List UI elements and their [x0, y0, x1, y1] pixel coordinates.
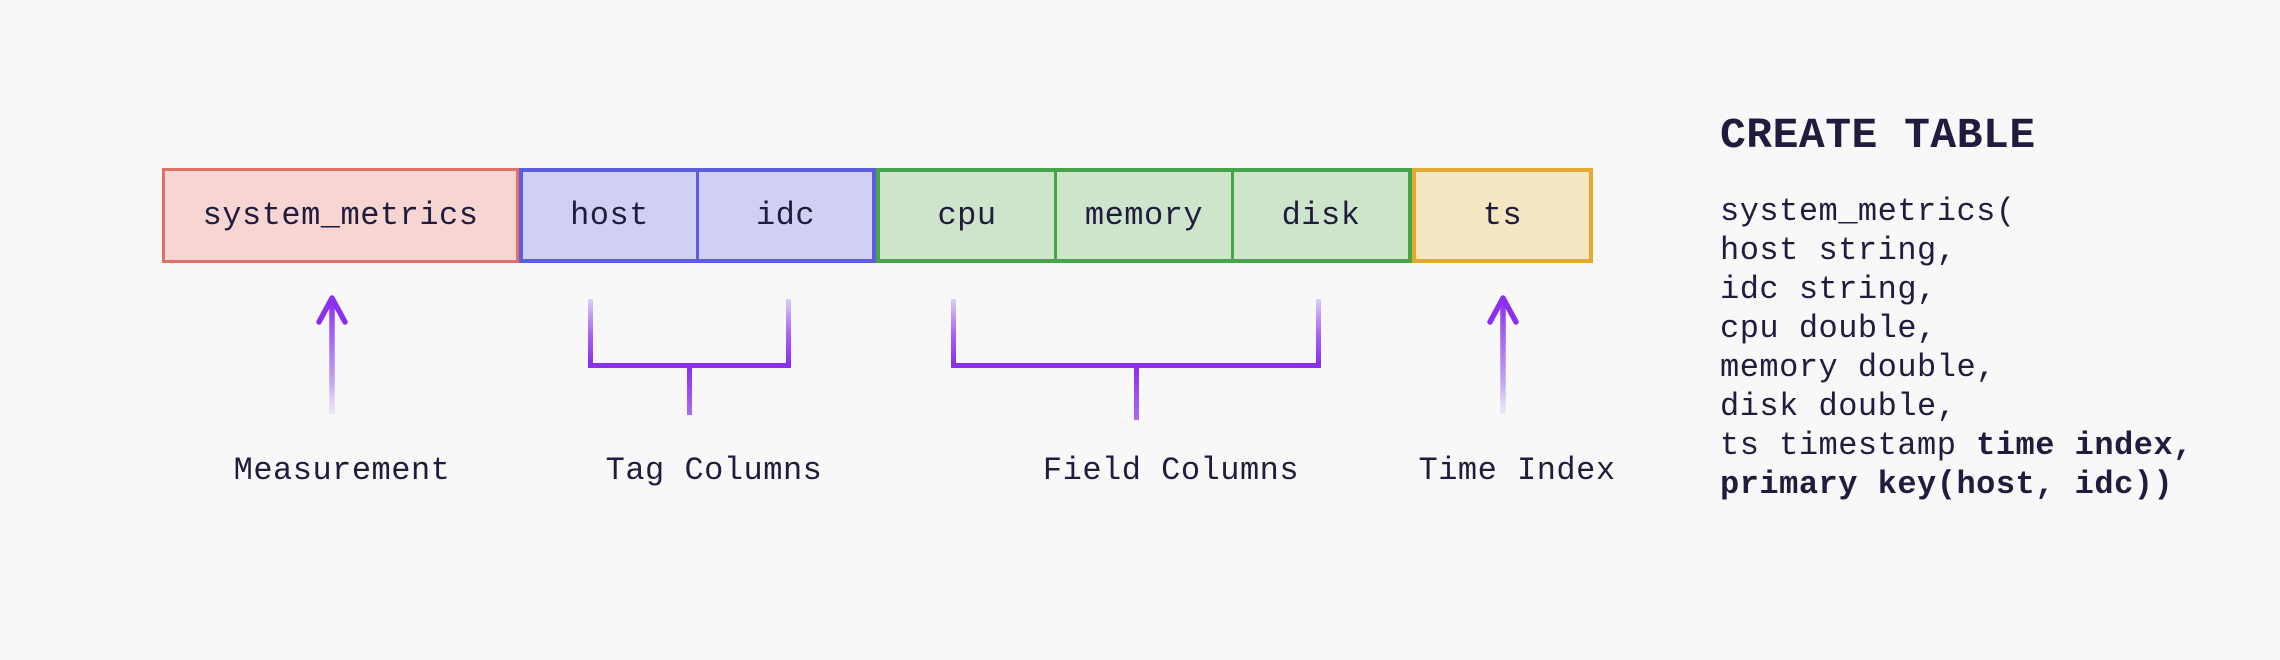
measurement-label: Measurement [233, 452, 451, 489]
up-arrow-icon [1487, 295, 1519, 414]
code-line: system_metrics( [1720, 193, 2016, 230]
time-cell-ts: ts [1482, 197, 1523, 234]
field-columns-group: cpu memory disk [876, 168, 1412, 263]
bracket-bar [588, 363, 791, 368]
code-line: memory double, [1720, 349, 1996, 386]
sql-code-block: CREATE TABLE system_metrics( host string… [1720, 112, 2193, 504]
bracket-right-leg [1316, 299, 1321, 364]
field-columns-label: Field Columns [1042, 452, 1300, 489]
tag-cell-host: host [570, 197, 649, 234]
field-bracket-icon [951, 299, 1321, 420]
code-line: cpu double, [1720, 310, 1937, 347]
code-line: disk double, [1720, 388, 1957, 425]
time-index-label: Time Index [1418, 452, 1616, 489]
measurement-cell: system_metrics [202, 197, 479, 234]
bracket-stem [687, 368, 692, 415]
bracket-stem [1133, 368, 1139, 420]
field-cell-disk: disk [1231, 172, 1408, 259]
code-line: idc string, [1720, 271, 1937, 308]
bracket-bar [951, 363, 1321, 368]
bracket-right-leg [786, 299, 791, 364]
field-cell-memory: memory [1054, 172, 1231, 259]
sql-lines: system_metrics( host string, idc string,… [1720, 192, 2193, 504]
tag-columns-group: host idc [519, 168, 876, 263]
code-line: primary key(host, idc)) [1720, 466, 2174, 503]
field-cell-cpu: cpu [937, 197, 997, 234]
tag-columns-label: Tag Columns [605, 452, 823, 489]
bracket-left-leg [588, 299, 593, 364]
code-line: host string, [1720, 232, 1957, 269]
bracket-left-leg [951, 299, 956, 364]
sql-heading: CREATE TABLE [1720, 111, 2036, 160]
tag-bracket-icon [588, 299, 791, 415]
tag-cell-idc: idc [696, 172, 872, 259]
up-arrow-icon [316, 295, 348, 414]
time-index-box: ts [1412, 168, 1593, 263]
code-line: ts timestamp time index, [1720, 427, 2193, 464]
measurement-box: system_metrics [162, 168, 519, 263]
